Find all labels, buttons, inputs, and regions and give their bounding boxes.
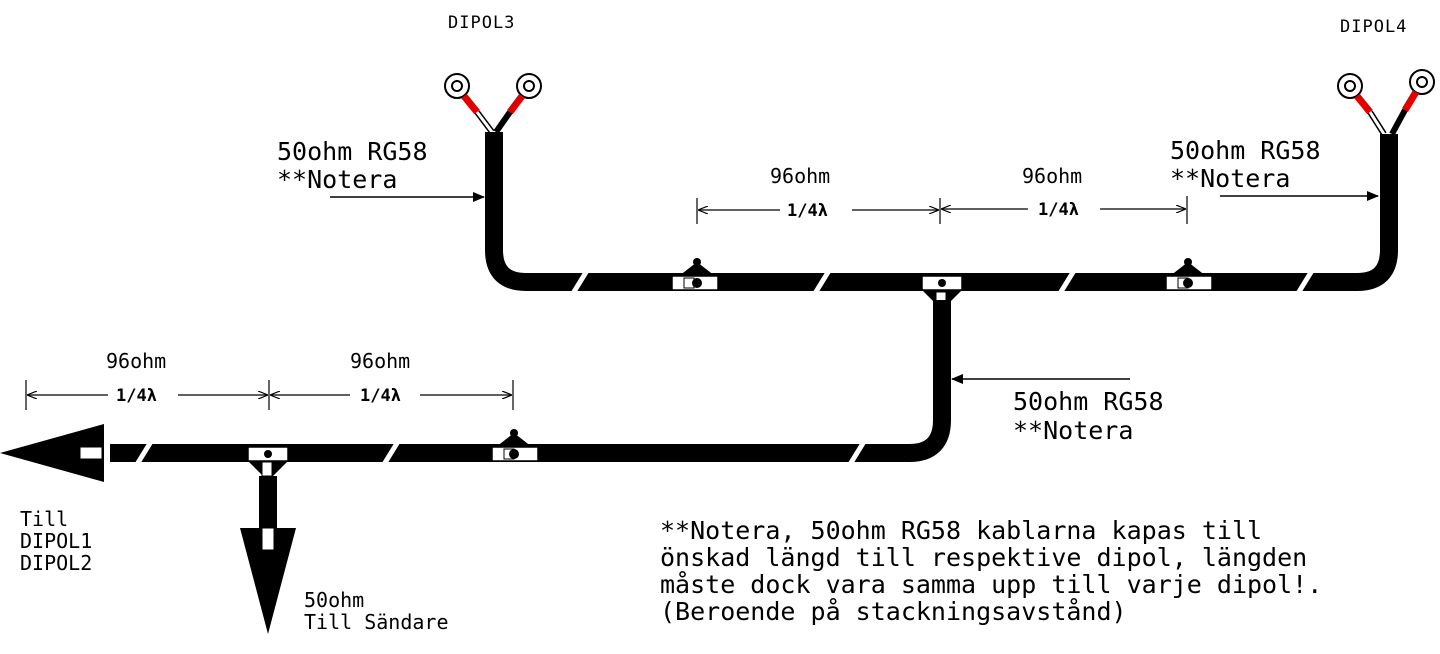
dipole3-label: DIPOL3	[448, 13, 515, 33]
right-cable-label-line1: 50ohm RG58	[1170, 136, 1321, 165]
upper-right-connector	[1165, 258, 1213, 291]
lower-left-dimension	[25, 380, 270, 410]
lower-right-dimension	[271, 380, 514, 410]
upper-left-dimension	[696, 198, 941, 224]
footnote-line2: önskad längd till respektive dipol, läng…	[660, 543, 1307, 572]
lower-right-impedance: 96ohm	[350, 349, 410, 373]
footnote-line3: måste dock vara samma upp till varje dip…	[660, 570, 1322, 599]
upper-left-connector	[671, 258, 719, 291]
lower-left-length: 1/4λ	[116, 386, 157, 406]
footnote: **Notera, 50ohm RG58 kablarna kapas till…	[660, 516, 1322, 626]
lower-connector	[491, 429, 539, 462]
footnote-line4: (Beroende på stackningsavstånd)	[660, 597, 1127, 626]
lower-t-connector	[247, 446, 289, 481]
upper-right-impedance: 96ohm	[1022, 164, 1082, 188]
center-cable-label-line2: **Notera	[1013, 416, 1133, 445]
dipole4-terminals	[1337, 69, 1435, 136]
upper-right-dimension	[942, 196, 1188, 224]
dipole4-label: DIPOL4	[1340, 17, 1407, 37]
footnote-line1: **Notera, 50ohm RG58 kablarna kapas till	[660, 516, 1262, 545]
center-cable-label-line1: 50ohm RG58	[1013, 387, 1164, 416]
left-output-label-line3: DIPOL2	[20, 551, 92, 575]
left-output-arrow	[0, 424, 104, 482]
upper-right-length: 1/4λ	[1038, 200, 1079, 220]
left-output-label-line1: Till	[20, 507, 68, 531]
upper-left-impedance: 96ohm	[770, 164, 830, 188]
dipole3-terminals	[444, 73, 542, 134]
left-cable-label-line2: **Notera	[277, 165, 397, 194]
bottom-output-label-line2: Till Sändare	[304, 610, 449, 634]
right-cable-label-line2: **Notera	[1170, 164, 1290, 193]
lower-cable	[110, 300, 951, 468]
upper-left-length: 1/4λ	[787, 201, 828, 221]
bottom-output-label-line1: 50ohm	[304, 588, 364, 612]
lower-right-length: 1/4λ	[360, 386, 401, 406]
lower-left-impedance: 96ohm	[106, 349, 166, 373]
bottom-output-arrow	[240, 476, 296, 634]
left-cable-label-line1: 50ohm RG58	[277, 137, 428, 166]
left-output-label-line2: DIPOL1	[20, 529, 92, 553]
